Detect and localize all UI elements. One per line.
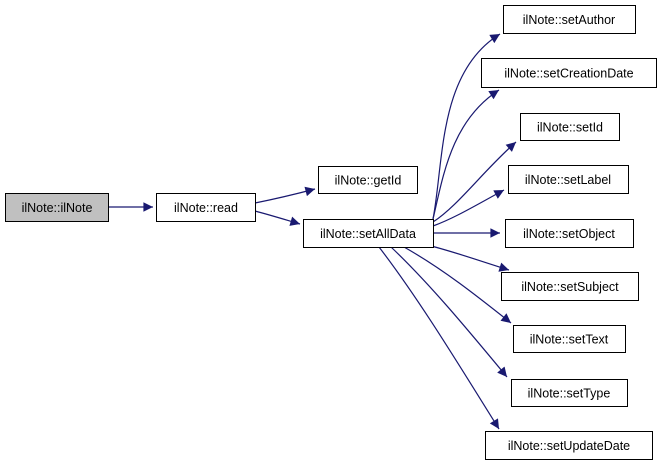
node-settext-label: ilNote::setText (530, 333, 609, 347)
node-setobject[interactable]: ilNote::setObject (505, 219, 634, 248)
edge-setalldata-to-setauthor (432, 33, 501, 220)
node-setalldata-label: ilNote::setAllData (320, 227, 416, 241)
node-setauthor-label: ilNote::setAuthor (523, 13, 615, 27)
edge-setalldata-to-settext (403, 246, 512, 324)
node-settype[interactable]: ilNote::setType (511, 379, 628, 407)
node-setsubject[interactable]: ilNote::setSubject (501, 272, 639, 301)
node-read[interactable]: ilNote::read (156, 193, 256, 222)
node-getid-label: ilNote::getId (335, 174, 402, 188)
node-settext[interactable]: ilNote::setText (513, 325, 626, 353)
node-setupdatedate-label: ilNote::setUpdateDate (508, 439, 630, 453)
node-ilnote: ilNote::ilNote (5, 193, 109, 222)
edge-setalldata-to-setid (432, 141, 517, 223)
node-setsubject-label: ilNote::setSubject (521, 280, 619, 294)
edge-read-to-getid (254, 186, 316, 204)
node-setid[interactable]: ilNote::setId (520, 113, 620, 141)
node-setlabel-label: ilNote::setLabel (525, 173, 611, 187)
node-getid[interactable]: ilNote::getId (318, 166, 418, 194)
node-setalldata[interactable]: ilNote::setAllData (303, 219, 434, 248)
node-read-label: ilNote::read (174, 201, 238, 215)
node-setauthor[interactable]: ilNote::setAuthor (503, 5, 636, 34)
node-setcreationdate-label: ilNote::setCreationDate (504, 67, 633, 81)
node-setobject-label: ilNote::setObject (523, 227, 615, 241)
edges-group (108, 33, 517, 430)
edge-setalldata-to-setcreationdate (432, 89, 500, 220)
node-setcreationdate[interactable]: ilNote::setCreationDate (481, 58, 657, 88)
node-settype-label: ilNote::setType (528, 387, 611, 401)
edge-setalldata-to-setlabel (432, 189, 505, 227)
edge-setalldata-to-setupdatedate (378, 246, 500, 430)
node-setupdatedate[interactable]: ilNote::setUpdateDate (485, 431, 653, 460)
edge-read-to-setalldata (254, 210, 301, 226)
node-ilnote-label: ilNote::ilNote (22, 201, 93, 215)
node-setlabel[interactable]: ilNote::setLabel (508, 165, 629, 194)
edge-setalldata-to-setsubject (430, 245, 510, 272)
node-setid-label: ilNote::setId (537, 121, 603, 135)
edge-setalldata-to-settype (390, 246, 508, 378)
